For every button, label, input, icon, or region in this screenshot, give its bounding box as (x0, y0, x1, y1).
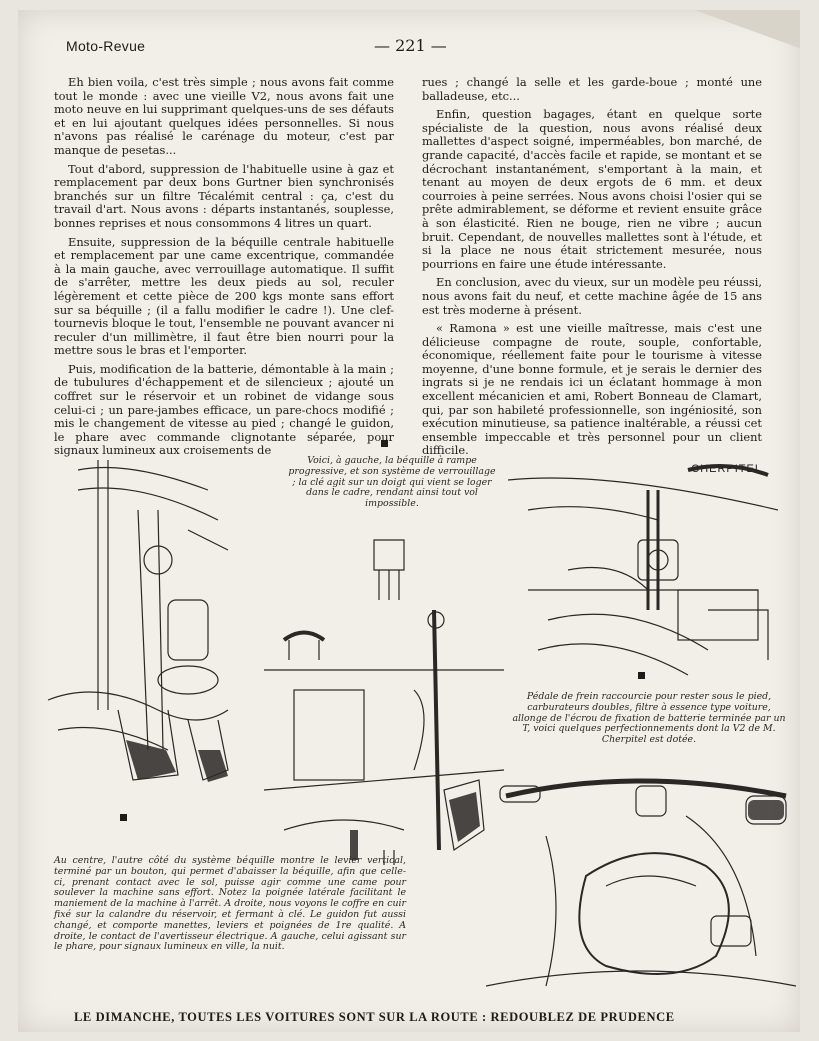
paragraph: « Ramona » est une vieille maîtresse, ma… (422, 321, 762, 458)
caption-bottom: Au centre, l'autre côté du système béqui… (54, 855, 406, 953)
caption-bullet-top (381, 440, 388, 447)
magazine-name: Moto-Revue (66, 38, 146, 54)
magazine-page: Moto-Revue — 221 — Eh bien voila, c'est … (18, 10, 800, 1032)
paragraph: Enfin, question bagages, étant en quelqu… (422, 107, 762, 271)
caption-bullet-right (638, 672, 645, 679)
illustration-right-top (508, 450, 778, 680)
paragraph-continuation: rues ; changé la selle et les garde-boue… (422, 75, 762, 103)
paper-fold (650, 10, 800, 50)
carburettor-engine-drawing (508, 464, 778, 676)
stand-lever-center-drawing (264, 539, 504, 865)
footer-slogan: LE DIMANCHE, TOUTES LES VOITURES SONT SU… (74, 1010, 675, 1024)
illustration-center (264, 530, 504, 870)
paragraph: Tout d'abord, suppression de l'habituell… (54, 161, 394, 230)
paragraph: Ensuite, suppression de la béquille cent… (54, 234, 394, 358)
illustration-right-bottom (486, 756, 796, 996)
handlebar-tank-box-drawing (486, 778, 796, 987)
article-right-column: rues ; changé la selle et les garde-boue… (422, 75, 762, 477)
motorcycle-stand-left-drawing (47, 460, 229, 782)
illustration-left (38, 450, 238, 790)
page-number: — 221 — (374, 36, 447, 55)
article-left-column: Eh bien voila, c'est très simple ; nous … (54, 75, 394, 463)
caption-bullet-bottom (120, 814, 127, 821)
paragraph: Puis, modification de la batterie, démon… (54, 361, 394, 458)
caption-top: Voici, à gauche, la béquille à rampe pro… (288, 455, 496, 510)
paragraph: Eh bien voila, c'est très simple ; nous … (54, 75, 394, 157)
paragraph: En conclusion, avec du vieux, sur un mod… (422, 275, 762, 317)
caption-right: Pédale de frein raccourcie pour rester s… (512, 691, 786, 746)
